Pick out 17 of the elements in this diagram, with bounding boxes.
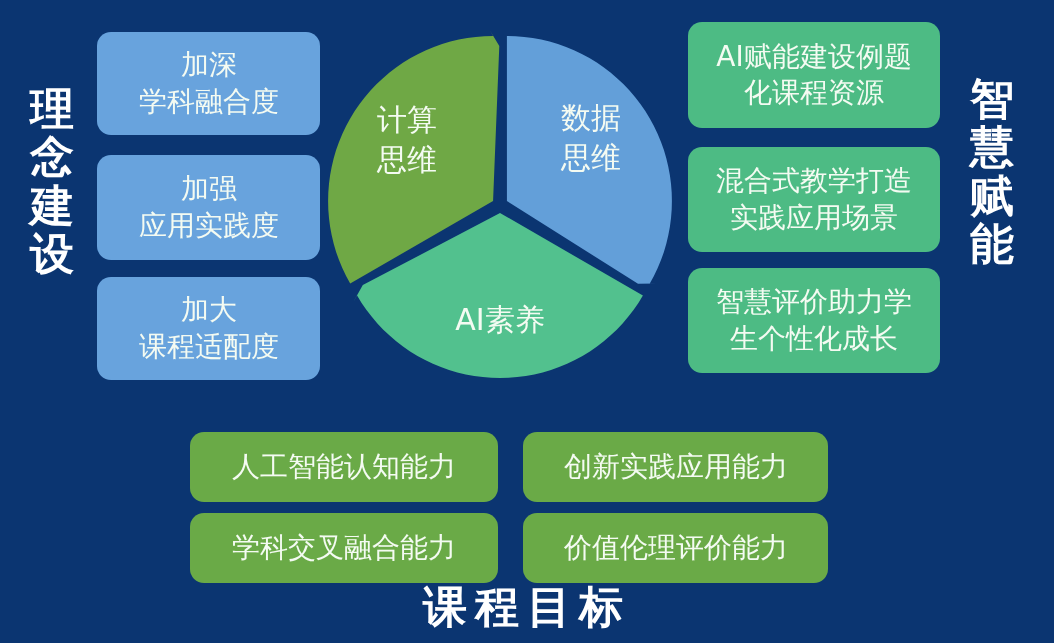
segment-label: AI素养 bbox=[455, 300, 545, 339]
text-box: AI赋能建设例题化课程资源 bbox=[688, 22, 940, 128]
text-box: 加强应用实践度 bbox=[97, 155, 320, 260]
text-box: 混合式教学打造实践应用场景 bbox=[688, 147, 940, 252]
text-box: 创新实践应用能力 bbox=[523, 432, 828, 502]
text-box: 价值伦理评价能力 bbox=[523, 513, 828, 583]
text-box: 人工智能认知能力 bbox=[190, 432, 498, 502]
section-heading: 智慧赋能 bbox=[968, 75, 1015, 269]
pie-segment bbox=[506, 36, 672, 284]
segment-label: 计算思维 bbox=[377, 100, 438, 179]
text-box: 学科交叉融合能力 bbox=[190, 513, 498, 583]
text-box: 智慧评价助力学生个性化成长 bbox=[688, 268, 940, 373]
section-heading: 理念建设 bbox=[27, 85, 75, 279]
segment-label: 数据思维 bbox=[560, 98, 621, 177]
section-heading: 课程目标 bbox=[421, 583, 632, 632]
text-box: 加大课程适配度 bbox=[97, 277, 320, 380]
text-box: 加深学科融合度 bbox=[97, 32, 320, 135]
